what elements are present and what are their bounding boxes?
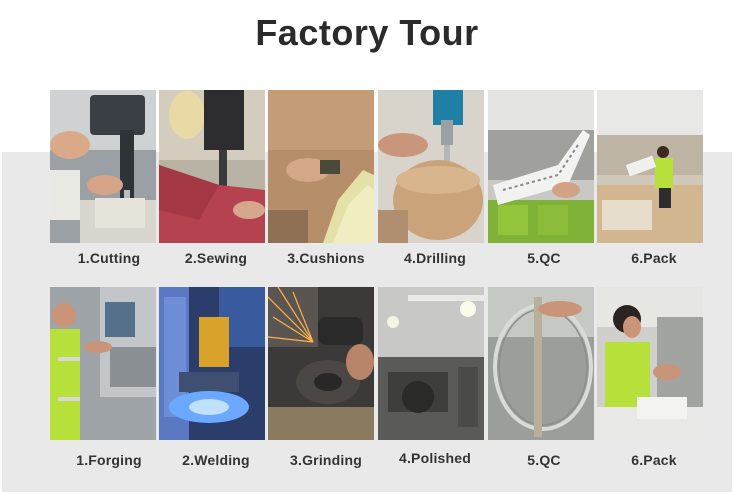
caption-cutting: 1.Cutting [77,250,141,266]
photo-polished [378,287,484,440]
caption-pack-2: 6.Pack [631,452,677,468]
caption-polished: 4.Polished [398,450,472,466]
photo-welding [159,287,265,440]
photo-cushions [268,90,374,243]
photo-sewing [159,90,265,243]
caption-grinding: 3.Grinding [290,452,362,468]
photo-qc-2 [488,287,594,440]
photo-pack-2 [597,287,703,440]
photo-drilling [378,90,484,243]
caption-cushions: 3.Cushions [287,250,365,266]
photo-grinding [268,287,374,440]
photo-forging [50,287,156,440]
caption-forging: 1.Forging [76,452,142,468]
caption-drilling: 4.Drilling [404,250,466,266]
caption-pack-1: 6.Pack [631,250,677,266]
caption-qc-1: 5.QC [527,250,561,266]
caption-sewing: 2.Sewing [184,250,248,266]
photo-cutting [50,90,156,243]
photo-qc-1 [488,90,594,243]
caption-welding: 2.Welding [182,452,250,468]
caption-qc-2: 5.QC [527,452,561,468]
page-title: Factory Tour [255,12,479,53]
photo-pack-1 [597,90,703,243]
